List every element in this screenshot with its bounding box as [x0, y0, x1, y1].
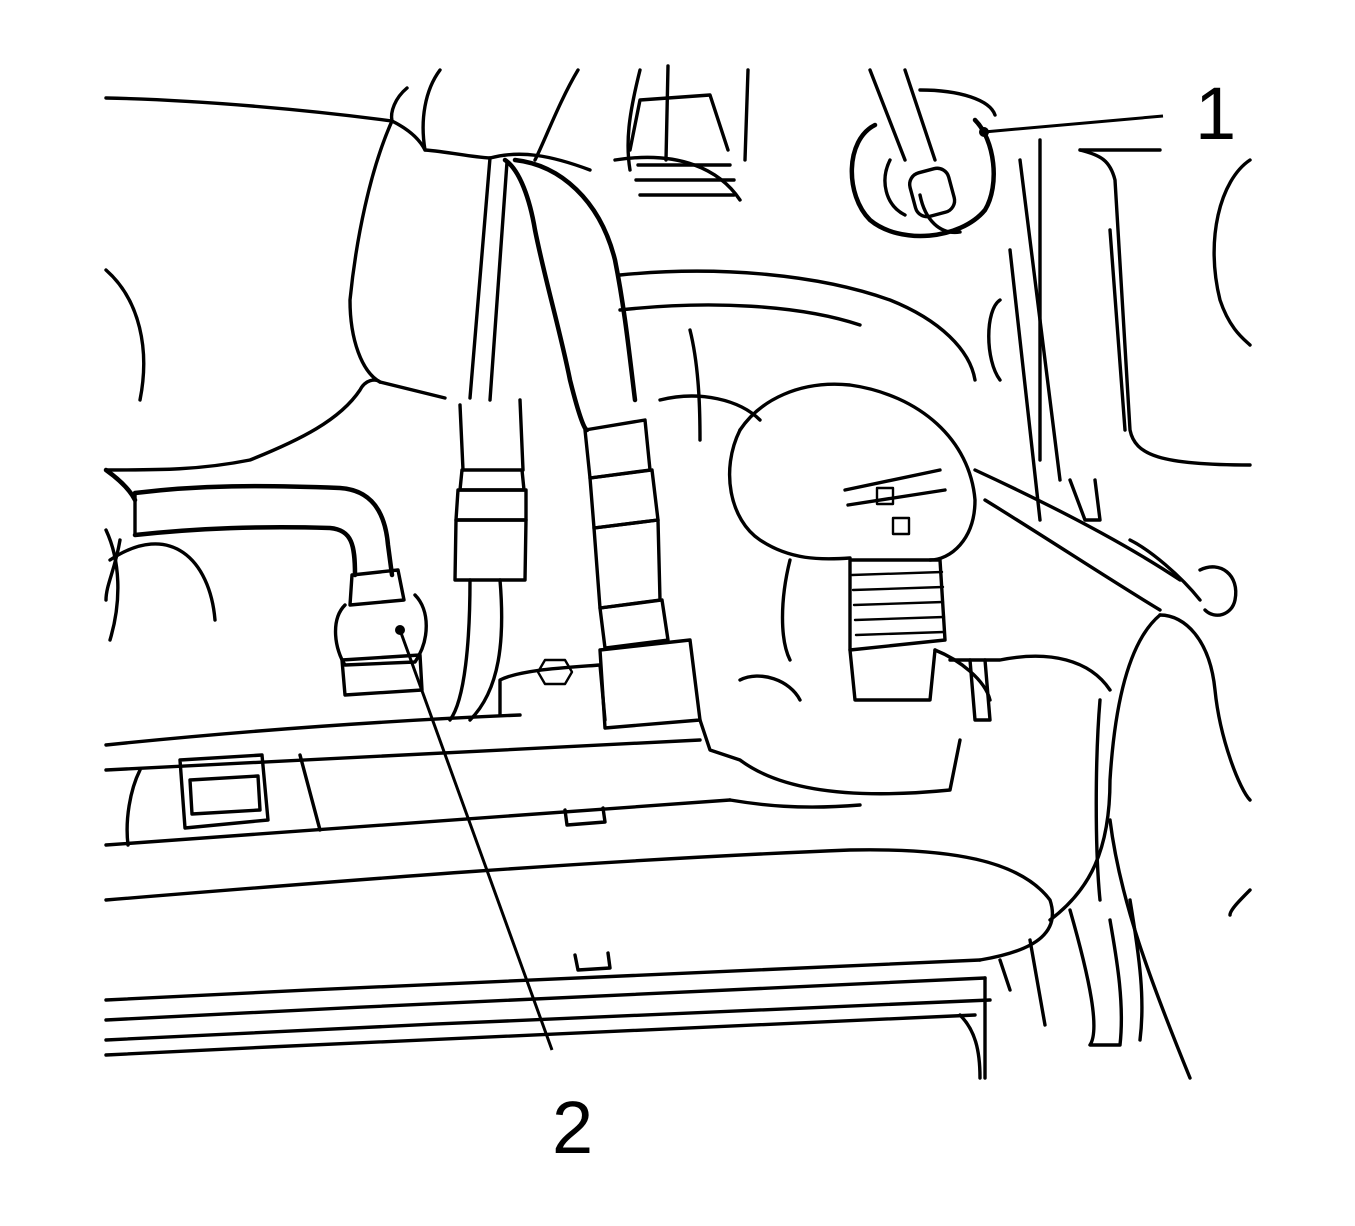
- callout-1-leader: [983, 114, 1164, 134]
- pump-body: [727, 382, 992, 702]
- fuel-rail: [104, 638, 1112, 847]
- upper-pipe-and-hoses: [448, 93, 977, 722]
- background-housing: [104, 64, 1252, 642]
- pipe-to-right: [973, 468, 1252, 1080]
- lower-covers: [104, 753, 1055, 1080]
- callout-2: 2: [395, 625, 593, 1169]
- callout-2-label: 2: [552, 1086, 593, 1169]
- callout-1-label: 1: [1195, 72, 1236, 155]
- callout-2-leader: [398, 629, 554, 1051]
- left-hose: [103, 467, 428, 697]
- callout-1: 1: [979, 72, 1236, 155]
- top-right-fitting: [849, 68, 997, 239]
